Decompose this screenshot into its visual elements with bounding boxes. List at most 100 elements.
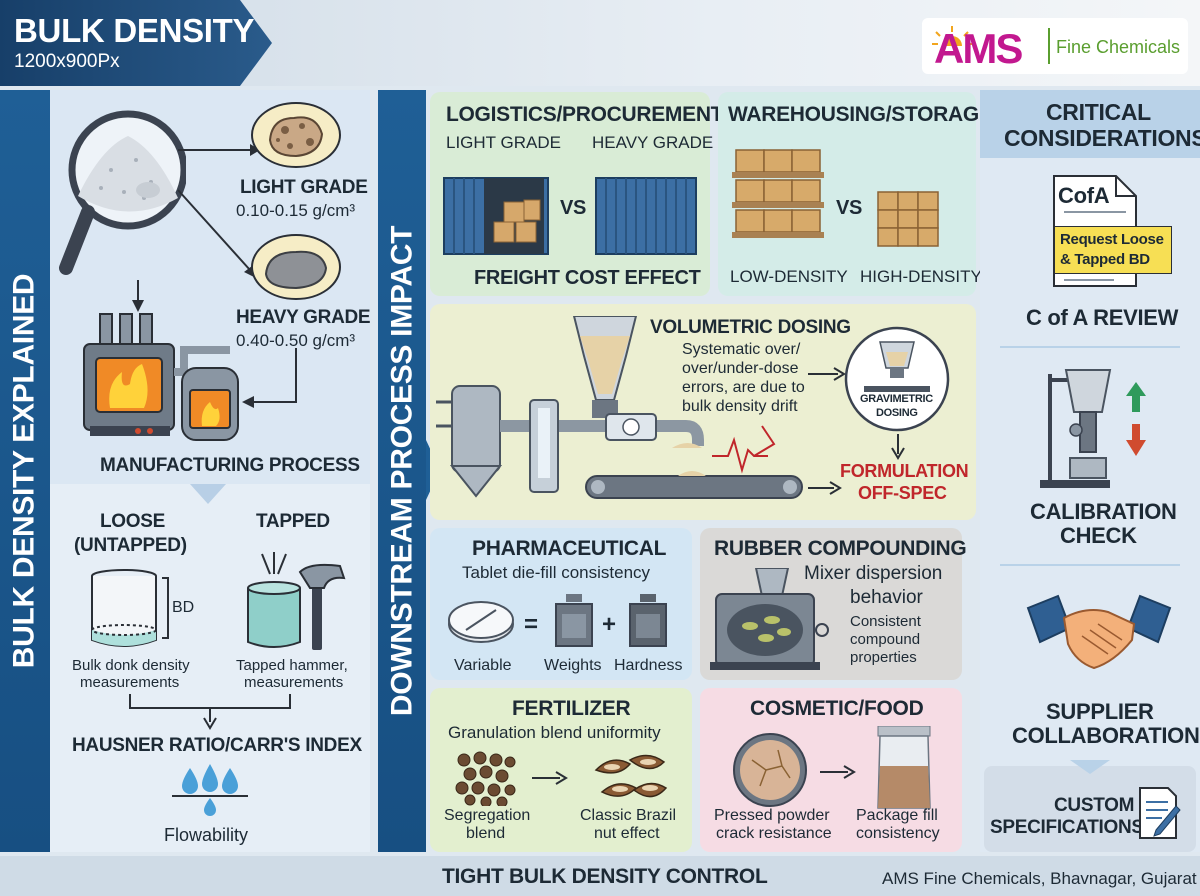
tapped-caption-2: measurements — [244, 674, 344, 691]
footer-center-text: TIGHT BULK DENSITY CONTROL — [442, 865, 768, 888]
middle-side-label: DOWNSTREAM PROCESS IMPACT — [385, 225, 419, 717]
left-side-strip — [0, 90, 50, 852]
cosmetic-right-2: consistency — [856, 825, 940, 842]
page-subtitle: 1200x900Px — [14, 51, 120, 72]
dosing-title: VOLUMETRIC DOSING — [650, 317, 851, 338]
dosing-line-4: bulk density drift — [682, 398, 798, 415]
calibration-hopper-icon — [1040, 369, 1146, 488]
pharma-plus: + — [602, 611, 617, 638]
supplier-label-2: COLLABORATION — [1012, 723, 1200, 748]
logistics-heavy-label: HEAVY GRADE — [592, 133, 714, 152]
closed-container-icon — [595, 177, 697, 255]
gravimetric-dosing-icon — [844, 326, 950, 432]
warehousing-title: WAREHOUSING/STORAGE — [728, 103, 993, 126]
logo-tagline: Fine Chemicals — [1056, 37, 1181, 57]
loose-cylinder-icon — [91, 569, 169, 647]
rubber-note-3: properties — [850, 649, 917, 666]
logo: AMS Fine Chemicals — [922, 18, 1188, 74]
custom-label-2: SPECIFICATIONS — [990, 817, 1144, 838]
cosmetic-left-1: Pressed powder — [714, 807, 830, 824]
heavy-grade-particle-icon — [251, 234, 341, 300]
open-container-icon — [443, 177, 549, 255]
light-grade-value: 0.10-0.15 g/cm³ — [236, 201, 356, 220]
coa-review-label: C of A REVIEW — [1026, 305, 1179, 330]
mixer-icon — [710, 568, 829, 670]
gravimetric-label-1: GRAVIMETRIC — [860, 393, 933, 405]
right-title-2: CONSIDERATIONS — [1004, 125, 1200, 151]
fertilizer-right-2: nut effect — [594, 825, 660, 842]
down-chevron-icon-2 — [1070, 760, 1110, 774]
rubber-title: RUBBER COMPOUNDING — [714, 537, 967, 560]
fertilizer-subtitle: Granulation blend uniformity — [448, 723, 661, 742]
furnace-icon — [83, 280, 297, 441]
pressed-powder-icon — [733, 733, 807, 807]
light-grade-label: LIGHT GRADE — [240, 177, 368, 198]
fertilizer-right-1: Classic Brazil — [580, 807, 677, 824]
sun-icon — [932, 26, 972, 46]
pharma-subtitle: Tablet die-fill consistency — [462, 563, 651, 582]
brazil-nuts-icon — [594, 754, 668, 798]
calibration-label-2: CHECK — [1060, 523, 1137, 548]
water-drops-icon — [172, 764, 248, 816]
untapped-label: (UNTAPPED) — [74, 535, 187, 556]
magnifier-icon — [59, 110, 186, 275]
coa-note-1: Request Loose — [1060, 231, 1164, 248]
middle-side-strip — [378, 90, 426, 852]
arrow-right-icon — [808, 367, 846, 381]
down-chevron-icon — [190, 484, 226, 504]
warehousing-vs: VS — [836, 197, 863, 219]
coa-note-2: & Tapped BD — [1060, 251, 1150, 268]
manufacturing-label: MANUFACTURING PROCESS — [100, 455, 360, 476]
low-density-label: LOW-DENSITY — [730, 267, 848, 286]
footer-right-text: AMS Fine Chemicals, Bhavnagar, Gujarat — [882, 869, 1197, 888]
left-side-label: BULK DENSITY EXPLAINED — [7, 273, 41, 669]
weight-icon — [555, 594, 593, 647]
right-title-1: CRITICAL — [1046, 99, 1151, 125]
spec-document-pen-icon — [1139, 787, 1181, 839]
high-density-label: HIGH-DENSITY — [860, 267, 982, 286]
dosing-line-2: over/under-dose — [682, 360, 799, 377]
flowability-label: Flowability — [164, 825, 249, 845]
pharma-weights: Weights — [544, 657, 602, 674]
gravimetric-label-2: DOSING — [876, 407, 918, 419]
dosing-line-1: Systematic over/ — [682, 341, 801, 358]
cosmetic-left-2: crack resistance — [716, 825, 832, 842]
arrow-right-icon-4 — [820, 765, 856, 779]
package-icon — [877, 726, 931, 809]
high-density-cube-icon — [877, 191, 939, 247]
arrow-right-icon-3 — [532, 771, 568, 785]
logo-text: AMS — [934, 25, 1023, 72]
handshake-icon — [1026, 594, 1172, 670]
logistics-vs: VS — [560, 197, 587, 219]
rubber-sub-2: behavior — [850, 587, 923, 608]
right-divider-1 — [1000, 346, 1180, 348]
light-grade-particle-icon — [251, 102, 341, 168]
fertilizer-title: FERTILIZER — [512, 697, 631, 720]
volumetric-dosing-machine-icon — [436, 316, 803, 499]
page-title: BULK DENSITY — [14, 12, 255, 49]
hausner-label: HAUSNER RATIO/CARR'S INDEX — [72, 735, 362, 756]
supplier-label-1: SUPPLIER — [1046, 699, 1154, 724]
bd-label: BD — [172, 599, 195, 616]
cosmetic-title: COSMETIC/FOOD — [750, 697, 924, 720]
cosmetic-right-1: Package fill — [856, 807, 938, 824]
coa-sticky-note — [1054, 226, 1172, 274]
calibration-label-1: CALIBRATION — [1030, 499, 1177, 524]
tapped-caption-1: Tapped hammer, — [236, 657, 348, 674]
hardness-weight-icon — [629, 594, 667, 647]
fertilizer-left-1: Segregation — [444, 807, 531, 824]
logistics-title: LOGISTICS/PROCUREMENT — [446, 103, 724, 126]
tapped-cylinder-hammer-icon — [247, 552, 346, 650]
loose-caption-1: Bulk donk density — [72, 657, 190, 674]
right-divider-2 — [1000, 564, 1180, 566]
dosing-line-3: errors, are due to — [682, 379, 805, 396]
arrow-down-icon — [891, 434, 905, 460]
loose-caption-2: measurements — [80, 674, 180, 691]
right-header — [980, 90, 1200, 158]
low-density-pallets-icon — [732, 149, 824, 238]
fertilizer-left-2: blend — [466, 825, 506, 842]
offspec-label-2: OFF-SPEC — [858, 483, 947, 503]
arrow-right-icon-2 — [808, 481, 842, 495]
rubber-note-2: compound — [850, 631, 921, 648]
pharma-equals: = — [524, 611, 539, 638]
